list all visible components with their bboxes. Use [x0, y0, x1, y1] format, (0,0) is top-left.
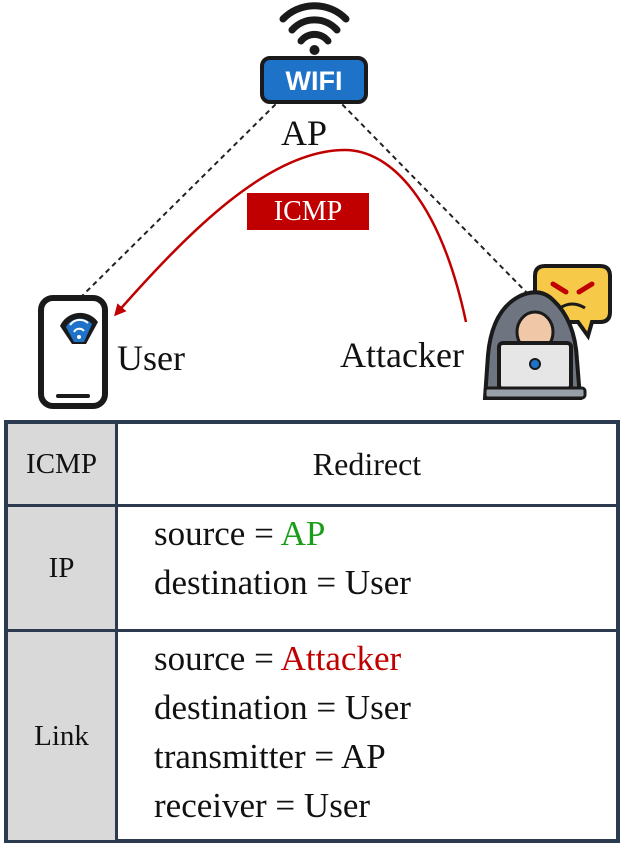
field-name: receiver = [154, 786, 304, 825]
icmp-arrow [114, 148, 468, 323]
field-value: Attacker [280, 639, 402, 678]
layer-cell-icmp: ICMP [8, 424, 118, 504]
attacker-label: Attacker [340, 335, 464, 375]
field-value: User [303, 786, 371, 825]
ip-destination-field: destination = User [154, 558, 411, 607]
field-value: User [344, 563, 411, 602]
table-row-link: Link source = Attacker destination = Use… [8, 629, 616, 840]
layer-cell-ip: IP [8, 507, 118, 629]
link-receiver-field: receiver = User [154, 781, 411, 830]
field-name: destination = [154, 688, 345, 727]
ip-source-field: source = AP [154, 509, 411, 558]
link-source-field: source = Attacker [154, 634, 411, 683]
wifi-badge-text: WIFI [286, 66, 343, 96]
icmp-arrow-label: ICMP [247, 193, 369, 230]
field-value: AP [280, 514, 326, 553]
field-value: AP [340, 737, 386, 776]
wifi-router-icon: WIFI [260, 2, 368, 104]
packet-table: ICMP Redirect IP source = AP destination… [4, 420, 620, 843]
table-row-icmp: ICMP Redirect [8, 424, 616, 504]
field-name: transmitter = [154, 737, 341, 776]
content-cell-link: source = Attacker destination = User tra… [118, 632, 616, 840]
content-cell-ip: source = AP destination = User [118, 507, 616, 629]
hooded-hacker-laptop-icon [482, 264, 612, 400]
link-ap-user [81, 97, 283, 297]
table-row-ip: IP source = AP destination = User [8, 504, 616, 629]
field-name: source = [154, 514, 281, 553]
content-cell-icmp: Redirect [118, 424, 616, 504]
link-destination-field: destination = User [154, 683, 411, 732]
ap-label: AP [281, 113, 328, 153]
user-label: User [117, 338, 185, 378]
field-name: destination = [154, 563, 345, 602]
link-transmitter-field: transmitter = AP [154, 732, 411, 781]
smartphone-wifi-icon [38, 295, 108, 409]
icmp-type-redirect: Redirect [312, 445, 422, 482]
field-value: User [344, 688, 411, 727]
link-ap-attacker [335, 97, 531, 297]
field-name: source = [154, 639, 281, 678]
layer-cell-link: Link [8, 632, 118, 840]
